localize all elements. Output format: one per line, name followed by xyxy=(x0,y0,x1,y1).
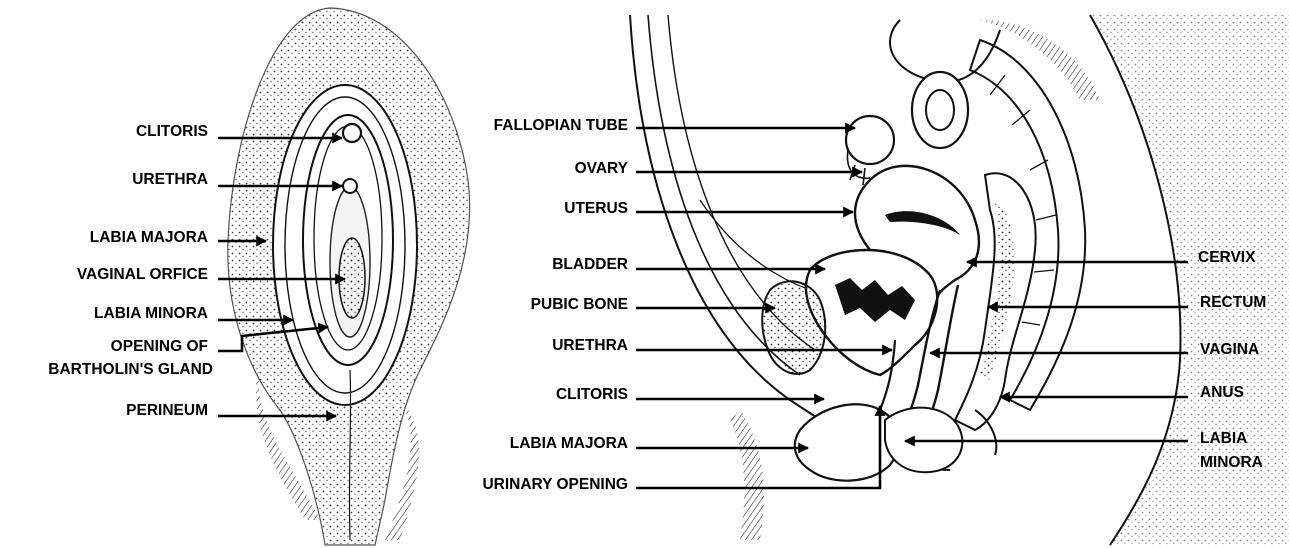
clitoris-dot xyxy=(343,124,361,142)
labia-majora-mass xyxy=(795,404,899,480)
label-labia-majora-sagittal: LABIA MAJORA xyxy=(510,435,628,452)
label-labia-minora: LABIA MINORA xyxy=(94,305,208,322)
label-uterus: UTERUS xyxy=(564,200,628,217)
sagittal-view-art xyxy=(630,15,1289,545)
external-view-art xyxy=(228,8,470,545)
label-clitoris: CLITORIS xyxy=(136,123,208,140)
label-cervix: CERVIX xyxy=(1198,249,1256,266)
label-labia-minora-sagittal-line2: MINORA xyxy=(1200,454,1263,471)
label-rectum: RECTUM xyxy=(1200,294,1266,311)
label-bartholin-line1: OPENING OF xyxy=(111,338,208,355)
label-labia-majora: LABIA MAJORA xyxy=(90,229,208,246)
label-vaginal-orfice: VAGINAL ORFICE xyxy=(77,266,208,283)
label-vagina: VAGINA xyxy=(1200,341,1259,358)
fallopian-tube-shape xyxy=(846,116,894,164)
label-bladder: BLADDER xyxy=(552,256,628,273)
label-bartholin-line2: BARTHOLIN'S GLAND xyxy=(48,361,213,378)
label-labia-minora-sagittal-line1: LABIA xyxy=(1200,430,1247,447)
urethra-dot xyxy=(343,179,357,193)
pubic-bone-shape xyxy=(762,281,825,374)
label-urethra-sagittal: URETHRA xyxy=(552,337,628,354)
label-ovary: OVARY xyxy=(575,160,629,177)
intestine-loop xyxy=(912,72,968,148)
label-anus: ANUS xyxy=(1200,384,1244,401)
label-fallopian-tube: FALLOPIAN TUBE xyxy=(494,117,628,134)
label-clitoris-sagittal: CLITORIS xyxy=(556,386,628,403)
label-urinary-opening: URINARY OPENING xyxy=(482,476,628,493)
buttock-hatch xyxy=(730,410,764,540)
label-urethra: URETHRA xyxy=(132,171,208,188)
label-pubic-bone: PUBIC BONE xyxy=(531,296,628,313)
label-perineum: PERINEUM xyxy=(126,402,208,419)
